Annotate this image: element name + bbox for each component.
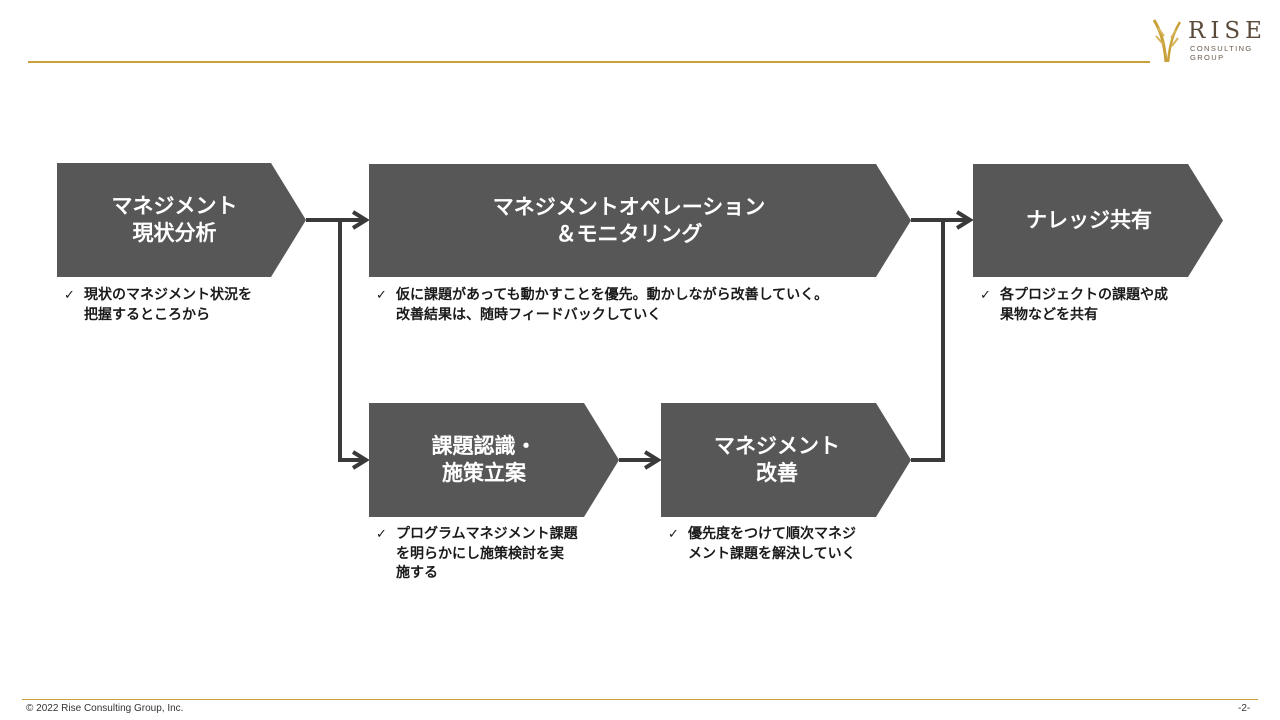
step-current-state: マネジメント 現状分析 bbox=[57, 163, 306, 277]
note-issue-text: プログラムマネジメント課題 を明らかにし施策検討を実 施する bbox=[396, 526, 578, 581]
check-icon: ✓ bbox=[668, 527, 679, 542]
note-knowledge-text: 各プロジェクトの課題や成 果物などを共有 bbox=[1000, 287, 1168, 323]
logo-wordmark: RISE bbox=[1188, 18, 1267, 44]
rise-logo: RISE CONSULTING GROUP bbox=[1150, 18, 1262, 64]
arrowhead-operation-icon bbox=[351, 210, 370, 230]
check-icon: ✓ bbox=[376, 527, 387, 542]
check-icon: ✓ bbox=[64, 288, 75, 303]
page-number: -2- bbox=[1238, 703, 1251, 714]
logo-line-consulting: CONSULTING bbox=[1190, 44, 1253, 53]
step-current-state-title: マネジメント 現状分析 bbox=[111, 194, 238, 245]
chevron-shape bbox=[57, 163, 306, 277]
chevron-shape bbox=[369, 403, 619, 517]
step-improve: マネジメント 改善 bbox=[661, 403, 911, 517]
note-improve-text: 優先度をつけて順次マネジ メント課題を解決していく bbox=[688, 526, 856, 562]
check-icon: ✓ bbox=[980, 288, 991, 303]
arrowhead-knowledge-icon bbox=[955, 210, 974, 230]
arrowhead-improve-icon bbox=[643, 450, 662, 470]
chevron-shape bbox=[369, 164, 911, 277]
step-operation: マネジメントオペレーション ＆モニタリング bbox=[369, 164, 911, 277]
chevron-shape bbox=[661, 403, 911, 517]
note-knowledge: ✓ 各プロジェクトの課題や成 果物などを共有 bbox=[980, 286, 1220, 328]
step-operation-title: マネジメントオペレーション ＆モニタリング bbox=[492, 194, 766, 246]
logo-line-group: GROUP bbox=[1190, 53, 1225, 62]
arrowhead-issue-icon bbox=[351, 450, 370, 470]
connector-improve-to-knowledge bbox=[911, 220, 945, 462]
header-rule bbox=[28, 61, 1150, 63]
step-knowledge: ナレッジ共有 bbox=[973, 164, 1223, 277]
note-operation-text: 仮に課題があっても動かすことを優先。動かしながら改善していく。 改善結果は、随時… bbox=[396, 287, 829, 323]
check-icon: ✓ bbox=[376, 288, 387, 303]
rise-logo-mark-icon bbox=[1152, 19, 1182, 63]
step-improve-title: マネジメント 改善 bbox=[714, 434, 840, 485]
chevron-shape bbox=[973, 164, 1223, 277]
note-current-state-text: 現状のマネジメント状況を 把握するところから bbox=[84, 287, 252, 323]
step-issue-title: 課題認識・ 施策立案 bbox=[431, 434, 537, 485]
note-improve: ✓ 優先度をつけて順次マネジ メント課題を解決していく bbox=[668, 525, 918, 567]
note-operation: ✓ 仮に課題があっても動かすことを優先。動かしながら改善していく。 改善結果は、… bbox=[376, 286, 916, 328]
footer-rule bbox=[22, 699, 1258, 700]
copyright: © 2022 Rise Consulting Group, Inc. bbox=[26, 703, 184, 714]
note-current-state: ✓ 現状のマネジメント状況を 把握するところから bbox=[64, 286, 304, 328]
connector-branch-to-issue bbox=[338, 220, 365, 462]
step-issue: 課題認識・ 施策立案 bbox=[369, 403, 619, 517]
step-knowledge-title: ナレッジ共有 bbox=[1026, 208, 1152, 232]
note-issue: ✓ プログラムマネジメント課題 を明らかにし施策検討を実 施する bbox=[376, 525, 626, 587]
